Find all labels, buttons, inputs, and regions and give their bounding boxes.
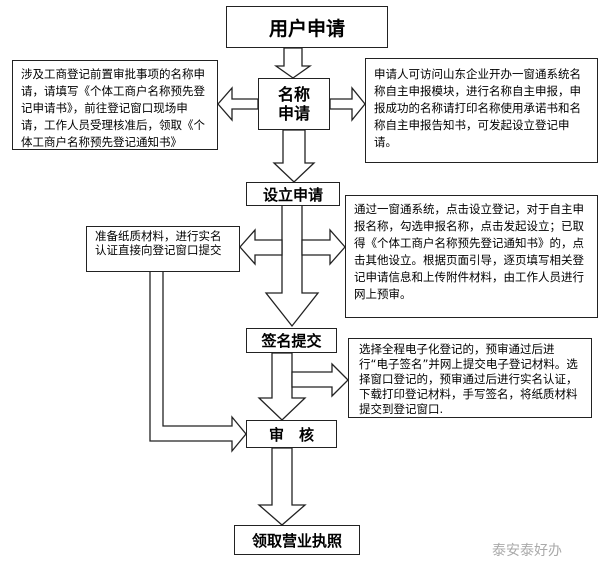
arrow-right-sign <box>291 362 349 398</box>
step-review: 审 核 <box>246 420 337 448</box>
note-sign: 选择全程电子化登记的，预审通过后进行“电子签名”并网上提交电子登记材料。选择窗口… <box>348 338 592 418</box>
step-sign-submit: 签名提交 <box>246 328 337 353</box>
arrow-down-1 <box>273 47 313 79</box>
arrow-right-establish <box>301 228 346 266</box>
step-user-apply: 用户申请 <box>226 6 388 48</box>
note-establish-offline: 准备纸质材料，进行实名认证直接向登记窗口提交 <box>86 226 240 272</box>
note-name-offline: 涉及工商登记前置审批事项的名称申请，请填写《个体工商户名称预先登记申请书》，前往… <box>12 60 218 150</box>
watermark: 泰安泰好办 <box>492 543 562 559</box>
arrow-down-4 <box>257 352 307 421</box>
arrow-down-3 <box>264 204 320 328</box>
arrow-right-name <box>329 86 366 122</box>
step-establish-apply: 设立申请 <box>246 182 340 206</box>
step-name-apply: 名称 申请 <box>258 78 330 130</box>
step-get-license: 领取营业执照 <box>234 525 360 555</box>
note-establish-online: 通过一窗通系统，点击设立登记，对于自主申报名称，勾选申报名称，点击发起设立；已取… <box>345 195 598 318</box>
arrow-left-establish <box>239 228 283 266</box>
arrow-offline-to-review <box>149 269 247 453</box>
note-name-online: 申请人可访问山东企业开办一窗通系统名称自主申报模块，进行名称自主申报，申报成功的… <box>365 58 598 163</box>
arrow-down-5 <box>257 447 307 526</box>
arrow-left-name <box>217 86 259 122</box>
arrow-down-2 <box>272 129 316 183</box>
